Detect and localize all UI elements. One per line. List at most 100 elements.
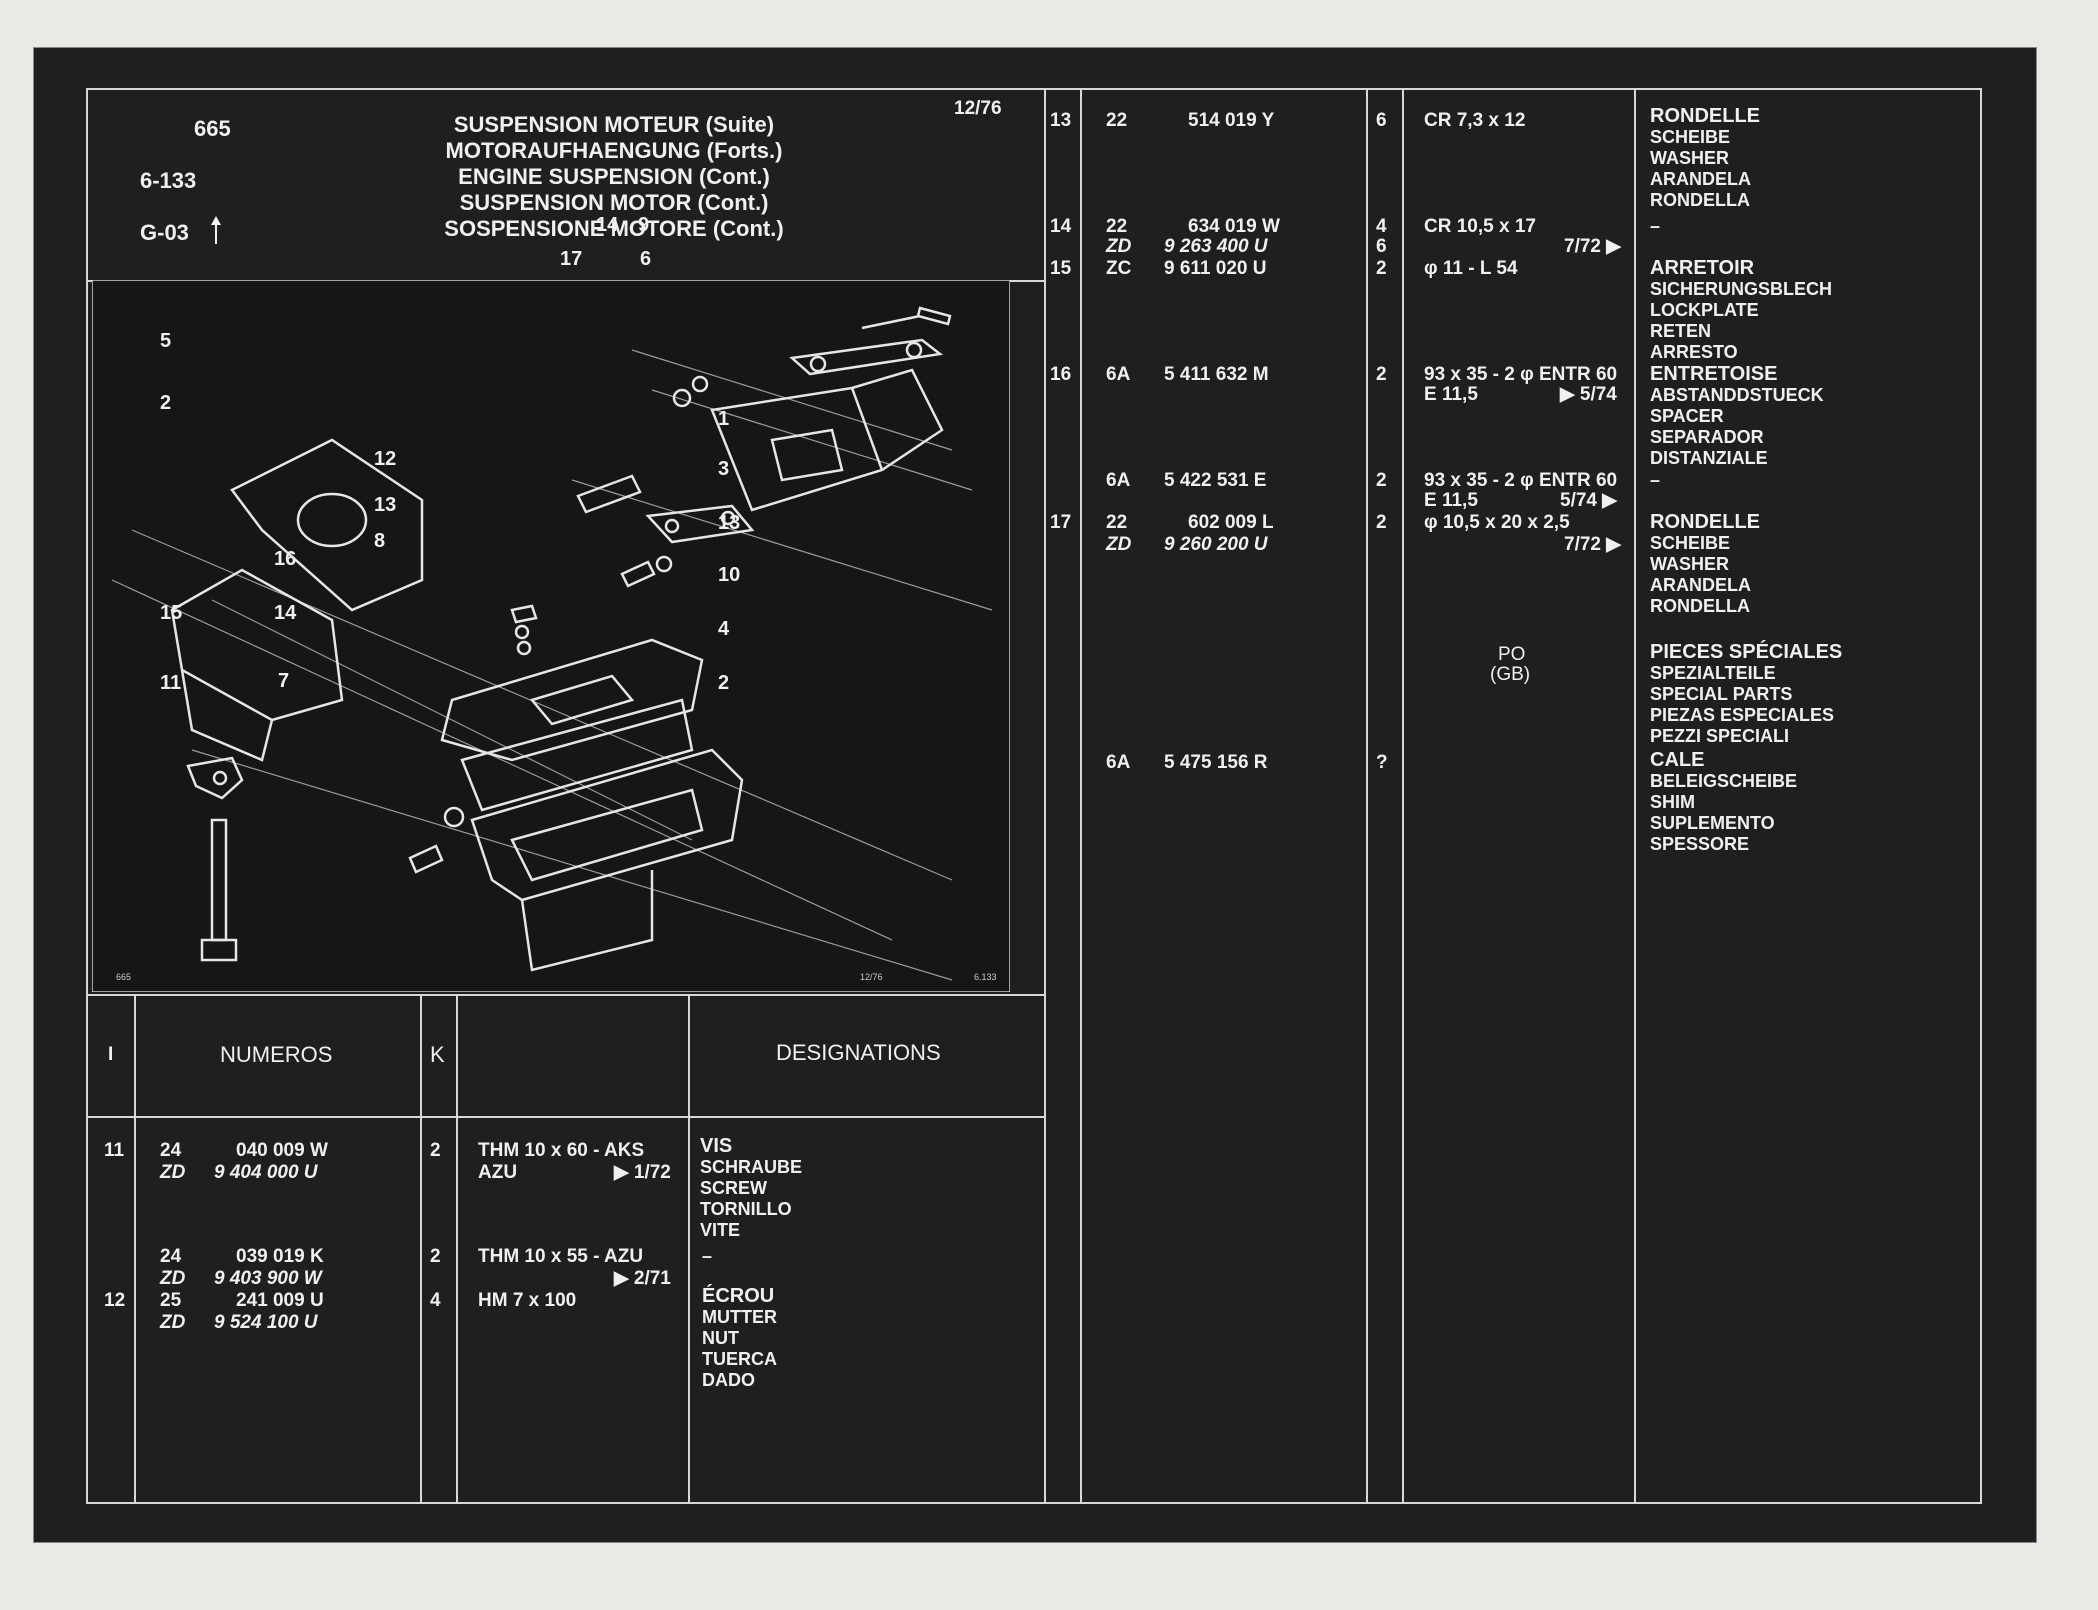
divider-middle — [1044, 88, 1046, 1504]
des-special-de: SPEZIALTEILE — [1650, 663, 1776, 683]
row-12-designations: ÉCROU MUTTER NUT TUERCA DADO — [702, 1286, 777, 1391]
row-17b-number: 9 260 200 U — [1164, 534, 1268, 555]
date-code: 12/76 — [954, 98, 1002, 119]
callout-16: 16 — [274, 548, 297, 570]
row-16b-spec: 93 x 35 - 2 φ ENTR 60 — [1424, 470, 1618, 491]
header-index: I — [108, 1044, 114, 1065]
des-cale-fr: CALE — [1650, 749, 1705, 771]
callout-14-top: 14 — [596, 214, 619, 236]
des-11-en: SCREW — [700, 1178, 767, 1198]
des-special-fr: PIECES SPÉCIALES — [1650, 641, 1843, 663]
row-11c-k: 2 — [430, 1246, 441, 1267]
frame-left — [86, 88, 88, 1504]
special-designations: PIECES SPÉCIALES SPEZIALTEILE SPECIAL PA… — [1650, 642, 1842, 747]
frame-top — [86, 88, 1982, 90]
callout-13-right: 13 — [718, 512, 741, 534]
des-17-it: RONDELLA — [1650, 596, 1750, 616]
row-12-index: 12 — [104, 1290, 126, 1311]
row-11-note: ▶ 1/72 — [614, 1162, 671, 1183]
des-13-en: WASHER — [1650, 148, 1730, 168]
exploded-parts-diagram — [91, 279, 1011, 993]
col-right-2 — [1366, 88, 1368, 1504]
callout-3: 3 — [718, 458, 730, 480]
guide-lines — [111, 349, 993, 981]
frame-bottom — [86, 1502, 1982, 1504]
row-14-spec: CR 10,5 x 17 — [1424, 216, 1536, 237]
row-14b-note: 7/72 ▶ — [1564, 236, 1621, 257]
header-numbers: NUMEROS — [220, 1042, 333, 1067]
callout-2-left: 2 — [160, 392, 172, 414]
des-11-fr: VIS — [700, 1135, 733, 1157]
des-special-en: SPECIAL PARTS — [1650, 684, 1793, 704]
row-15-k: 2 — [1376, 258, 1387, 279]
des-11-it: VITE — [700, 1220, 741, 1240]
row-cale-number: 5 475 156 R — [1164, 752, 1268, 773]
row-11d-code: ZD — [160, 1268, 186, 1289]
title-en: ENGINE SUSPENSION (Cont.) — [458, 164, 770, 189]
diagram-footer-right: 6.133 — [974, 972, 997, 982]
title-es: SUSPENSION MOTOR (Cont.) — [459, 190, 769, 215]
diagram-footer-mid: 12/76 — [860, 972, 883, 982]
des-16-fr: ENTRETOISE — [1650, 363, 1778, 385]
special-spec: PO — [1498, 644, 1526, 665]
row-14b-k: 6 — [1376, 236, 1387, 257]
callout-2-right: 2 — [718, 672, 730, 694]
table-header-top — [86, 994, 1044, 996]
row-16-designations: ENTRETOISE ABSTANDDSTUECK SPACER SEPARAD… — [1650, 364, 1824, 469]
row-11c-spec: THM 10 x 55 - AZU — [478, 1246, 644, 1267]
callout-8: 8 — [374, 530, 386, 552]
des-15-de: SICHERUNGSBLECH — [1650, 279, 1833, 299]
des-12-es: TUERCA — [702, 1349, 777, 1369]
row-16-note: ▶ 5/74 — [1560, 384, 1617, 405]
row-17-number: 602 009 L — [1188, 512, 1274, 533]
row-12-k: 4 — [430, 1290, 441, 1311]
row-11-number: 040 009 W — [236, 1140, 328, 1161]
row-cale-designations: CALE BELEIGSCHEIBE SHIM SUPLEMENTO SPESS… — [1650, 750, 1797, 855]
row-16b-des: – — [1650, 470, 1661, 490]
row-11-k: 2 — [430, 1140, 441, 1161]
row-13-number: 514 019 Y — [1188, 110, 1275, 131]
arrow-up-icon — [210, 214, 222, 246]
row-13-code: 22 — [1106, 110, 1128, 131]
des-16-es: SEPARADOR — [1650, 427, 1764, 447]
row-11b-code: ZD — [160, 1162, 186, 1183]
row-16-code: 6A — [1106, 364, 1131, 385]
row-17b-code: ZD — [1106, 534, 1132, 555]
des-12-fr: ÉCROU — [702, 1285, 775, 1307]
row-17-index: 17 — [1050, 512, 1072, 533]
des-special-es: PIEZAS ESPECIALES — [1650, 705, 1835, 725]
des-17-es: ARANDELA — [1650, 575, 1751, 595]
header-k: K — [430, 1042, 445, 1067]
row-12b-number: 9 524 100 U — [214, 1312, 318, 1333]
parts-outlines — [170, 306, 952, 972]
row-16-spec2: E 11,5 — [1424, 384, 1478, 405]
des-13-es: ARANDELA — [1650, 169, 1751, 189]
title-fr: SUSPENSION MOTEUR (Suite) — [453, 112, 775, 137]
row-14-number: 634 019 W — [1188, 216, 1280, 237]
row-cale-k: ? — [1376, 752, 1388, 773]
row-16-number: 5 411 632 M — [1164, 364, 1269, 385]
des-17-de: SCHEIBE — [1650, 533, 1731, 553]
row-13-designations: RONDELLE SCHEIBE WASHER ARANDELA RONDELL… — [1650, 106, 1760, 211]
row-11c-number: 039 019 K — [236, 1246, 324, 1267]
frame-right — [1980, 88, 1982, 1504]
des-cale-it: SPESSORE — [1650, 834, 1750, 854]
row-13-k: 6 — [1376, 110, 1387, 131]
row-11d-number: 9 403 900 W — [214, 1268, 322, 1289]
des-16-it: DISTANZIALE — [1650, 448, 1768, 468]
title-it: SOSPENSIONE MOTORE (Cont.) — [444, 216, 784, 241]
row-15-index: 15 — [1050, 258, 1072, 279]
row-16b-number: 5 422 531 E — [1164, 470, 1267, 491]
row-12-code: 25 — [160, 1290, 182, 1311]
row-15-spec: φ 11 - L 54 — [1424, 258, 1518, 279]
col-right-3 — [1402, 88, 1404, 1504]
callout-1: 1 — [718, 408, 730, 430]
row-16b-spec2: E 11,5 — [1424, 490, 1478, 511]
des-11-de: SCHRAUBE — [700, 1157, 803, 1177]
row-16b-note: 5/74 ▶ — [1560, 490, 1617, 511]
row-cale-code: 6A — [1106, 752, 1131, 773]
des-17-en: WASHER — [1650, 554, 1730, 574]
callout-9: 9 — [638, 214, 650, 236]
des-17-fr: RONDELLE — [1650, 511, 1760, 533]
des-15-fr: ARRETOIR — [1650, 257, 1755, 279]
